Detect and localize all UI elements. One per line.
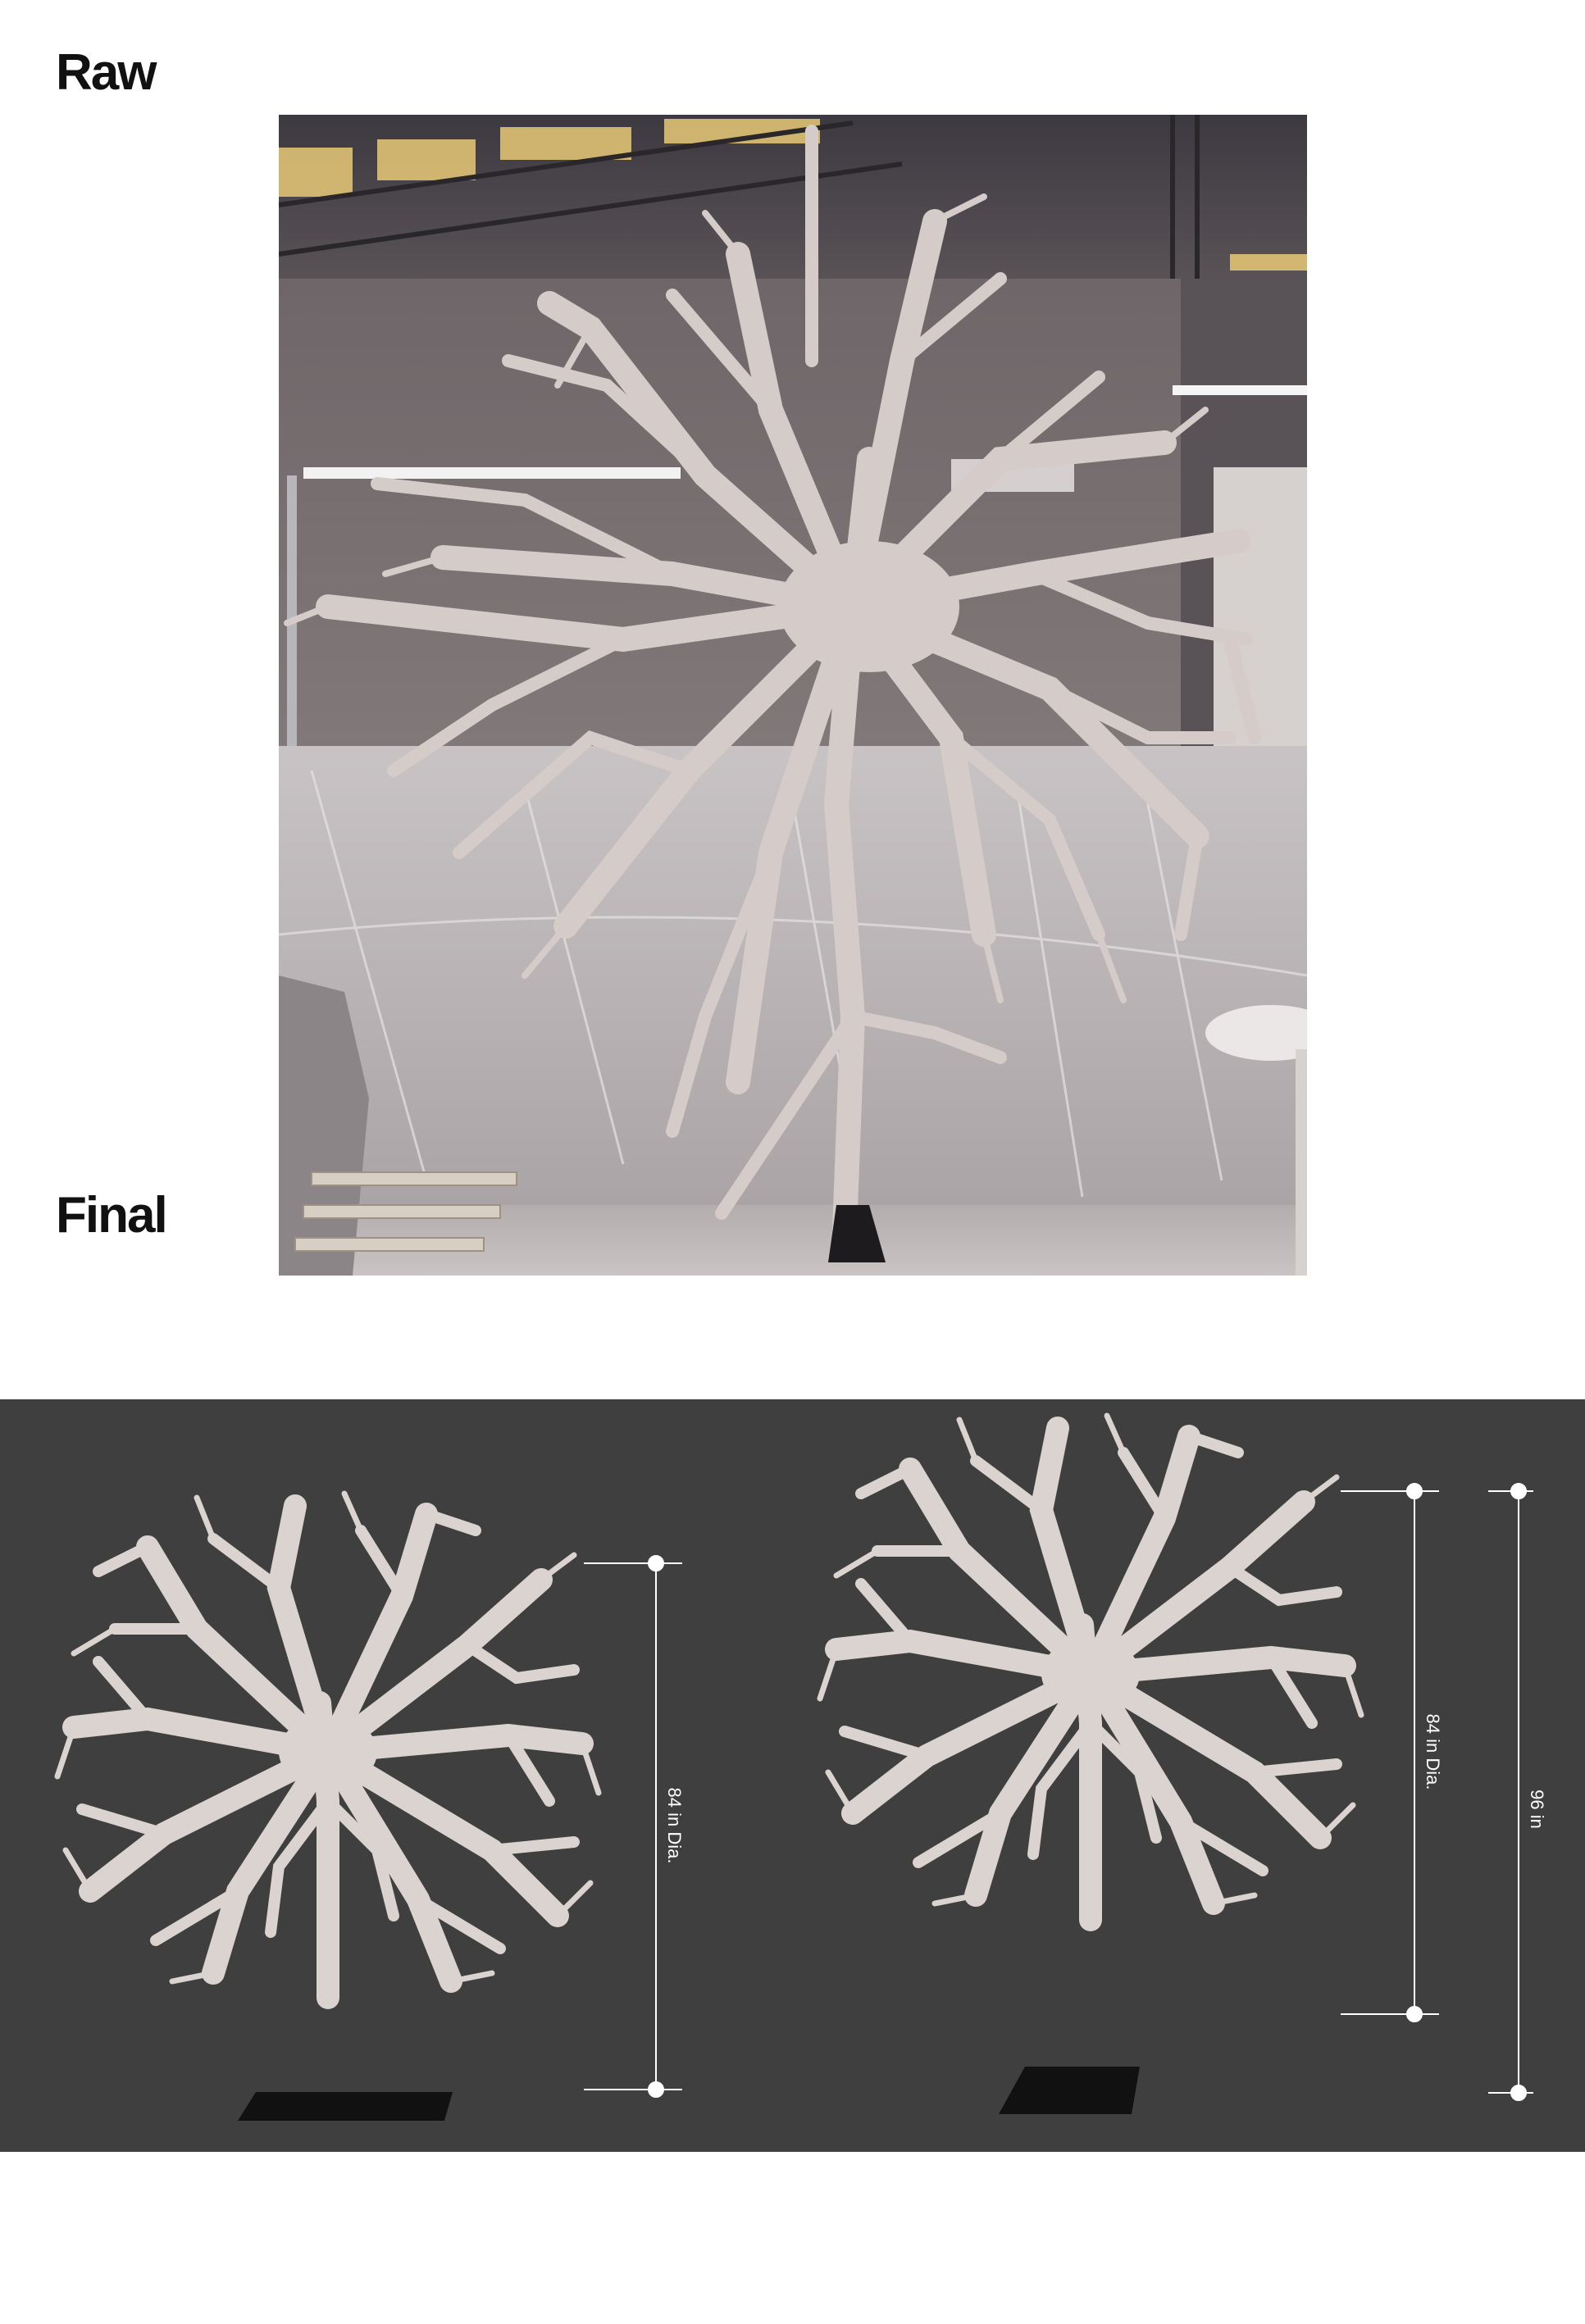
right-height-dimension [1488, 1483, 1533, 2101]
right-diameter-label: 84 in Dia. [1423, 1714, 1443, 1790]
left-sculpture-render [57, 1494, 599, 2121]
final-section-label: Final [56, 1187, 168, 1244]
left-diameter-dimension [584, 1555, 682, 2098]
right-diameter-dimension [1341, 1483, 1439, 2022]
left-sculpture-base [238, 2092, 453, 2121]
raw-sculpture-photo: EXIT [279, 115, 1307, 1276]
final-render-panel: 84 in Dia. 84 in Dia. 96 in [0, 1399, 1585, 2152]
right-sculpture-base [999, 2067, 1140, 2114]
raw-section-label: Raw [56, 44, 157, 101]
right-height-label: 96 in [1527, 1790, 1547, 1829]
right-sculpture-render [820, 1416, 1361, 2114]
left-diameter-label: 84 in Dia. [664, 1788, 685, 1864]
